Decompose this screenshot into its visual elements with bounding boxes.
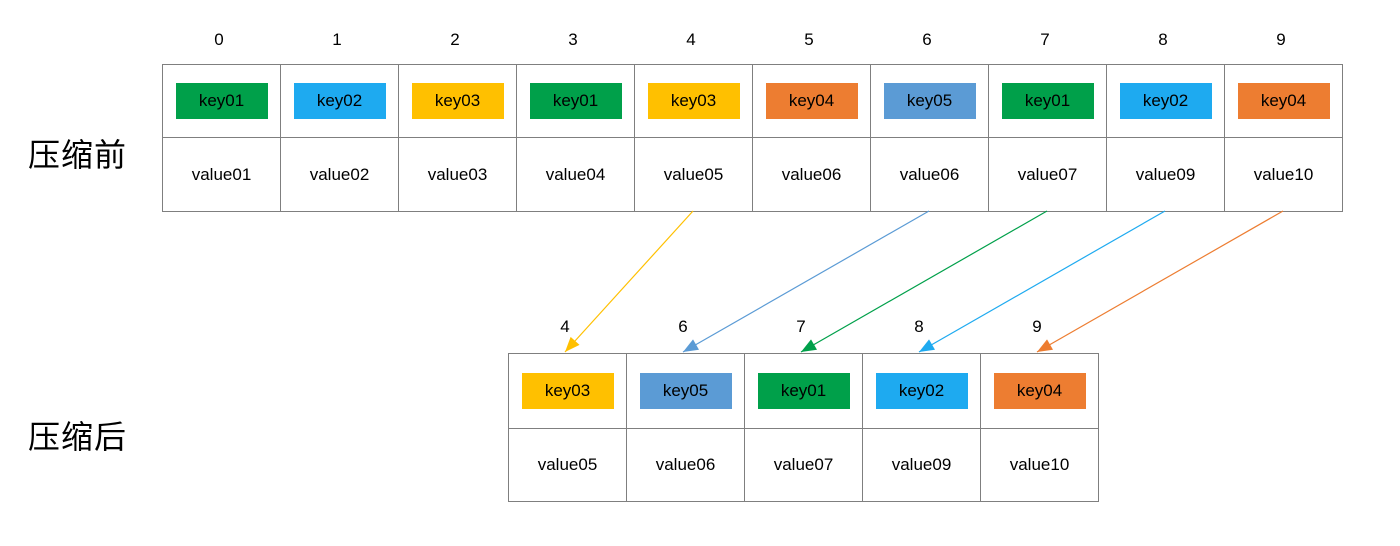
key-badge: key03: [521, 373, 614, 409]
arrow-line-4: [1036, 210, 1284, 353]
value-text: value04: [545, 164, 606, 184]
key-badge: key02: [875, 373, 968, 409]
key-badge: key01: [529, 83, 622, 119]
before-cell-1: key02 value02: [281, 65, 399, 211]
index-label: 5: [804, 30, 814, 49]
key-badge: key02: [1119, 83, 1212, 119]
after-cell-4: key04 value10: [981, 354, 1098, 501]
before-key-slot: key01: [989, 65, 1106, 138]
value-text: value05: [663, 164, 724, 184]
before-cell-8: key02 value09: [1107, 65, 1225, 211]
before-key-slot: key04: [753, 65, 870, 138]
arrow-head-4: [1037, 339, 1053, 352]
index-label: 3: [568, 30, 578, 49]
value-text: value06: [899, 164, 960, 184]
before-cell-6: key05 value06: [871, 65, 989, 211]
after-cell-2: key01 value07: [745, 354, 863, 501]
value-text: value07: [1017, 164, 1078, 184]
arrow-line-1: [682, 210, 930, 353]
after-key-slot: key02: [863, 354, 980, 429]
after-key-slot: key03: [509, 354, 626, 429]
value-text: value06: [781, 164, 842, 184]
before-key-slot: key03: [399, 65, 516, 138]
arrow-head-2: [801, 339, 817, 352]
value-text: value09: [1135, 164, 1196, 184]
after-key-slot: key01: [745, 354, 862, 429]
arrow-line-3: [918, 210, 1166, 353]
key-badge: key01: [1001, 83, 1094, 119]
after-key-slot: key05: [627, 354, 744, 429]
before-key-slot: key01: [517, 65, 634, 138]
index-label: 6: [922, 30, 932, 49]
index-label: 9: [1032, 317, 1042, 336]
value-text: value03: [427, 164, 488, 184]
before-key-slot: key03: [635, 65, 752, 138]
index-label: 7: [796, 317, 806, 336]
after-cell-1: key05 value06: [627, 354, 745, 501]
value-text: value07: [773, 455, 834, 474]
before-cell-7: key01 value07: [989, 65, 1107, 211]
before-cell-3: key01 value04: [517, 65, 635, 211]
before-key-slot: key05: [871, 65, 988, 138]
key-badge: key05: [883, 83, 976, 119]
index-label: 4: [686, 30, 696, 49]
after-cell-3: key02 value09: [863, 354, 981, 501]
before-cell-9: key04 value10: [1225, 65, 1342, 211]
key-badge: key01: [175, 83, 268, 119]
after-key-slot: key04: [981, 354, 1098, 429]
value-text: value01: [191, 164, 252, 184]
key-badge: key03: [411, 83, 504, 119]
before-key-slot: key04: [1225, 65, 1342, 138]
key-badge: key02: [293, 83, 386, 119]
arrow-line-0: [564, 210, 694, 353]
index-label: 8: [914, 317, 924, 336]
arrow-line-2: [800, 210, 1048, 353]
key-badge: key03: [647, 83, 740, 119]
before-key-slot: key01: [163, 65, 280, 138]
after-cell-0: key03 value05: [509, 354, 627, 501]
arrow-head-0: [565, 336, 580, 352]
index-label: 6: [678, 317, 688, 336]
value-text: value05: [537, 455, 598, 474]
index-label: 2: [450, 30, 460, 49]
before-key-slot: key02: [1107, 65, 1224, 138]
index-label: 4: [560, 317, 570, 336]
before-cell-0: key01 value01: [163, 65, 281, 211]
index-label: 7: [1040, 30, 1050, 49]
value-text: value10: [1009, 455, 1070, 474]
value-text: value02: [309, 164, 370, 184]
before-cell-4: key03 value05: [635, 65, 753, 211]
index-label: 1: [332, 30, 342, 49]
key-badge: key05: [639, 373, 732, 409]
key-badge: key04: [765, 83, 858, 119]
value-text: value06: [655, 455, 716, 474]
key-badge: key01: [757, 373, 850, 409]
index-label: 0: [214, 30, 224, 49]
arrow-head-3: [919, 339, 935, 352]
index-label: 9: [1276, 30, 1286, 49]
arrow-head-1: [683, 339, 699, 352]
label-before-compression: 压缩前: [28, 136, 128, 174]
before-key-slot: key02: [281, 65, 398, 138]
value-text: value10: [1253, 164, 1314, 184]
before-cell-5: key04 value06: [753, 65, 871, 211]
index-label: 8: [1158, 30, 1168, 49]
key-badge: key04: [993, 373, 1086, 409]
before-cell-2: key03 value03: [399, 65, 517, 211]
key-badge: key04: [1237, 83, 1330, 119]
value-text: value09: [891, 455, 952, 474]
label-after-compression: 压缩后: [28, 418, 128, 456]
